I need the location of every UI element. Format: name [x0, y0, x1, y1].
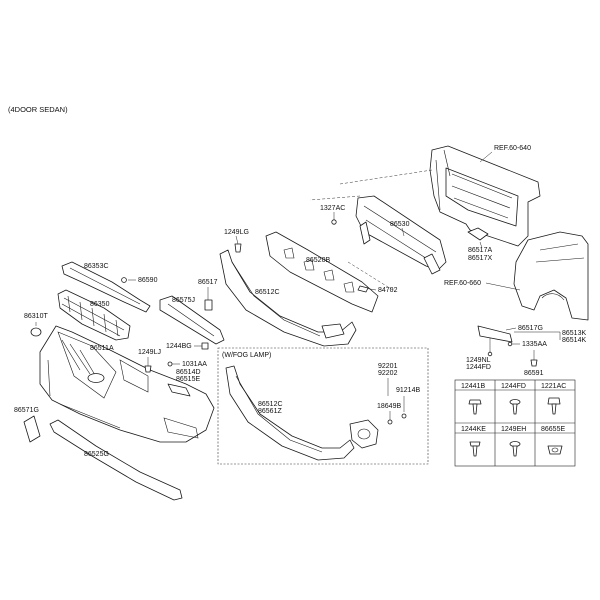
fastener-1249EH: 1249EH — [501, 426, 526, 433]
label-86513K: 86513K — [562, 330, 586, 337]
label-1249LG: 1249LG — [224, 229, 249, 236]
fog-lamp-assembly — [349, 419, 379, 449]
label-1335AA: 1335AA — [522, 341, 547, 348]
label-1031AA: 1031AA — [182, 361, 207, 368]
side-bracket — [477, 325, 513, 343]
label-86591: 86591 — [524, 370, 544, 377]
radiator-support — [429, 145, 541, 247]
bolt-hex-icon — [547, 397, 561, 415]
screw-tapping-icon — [469, 441, 481, 457]
label-86517: 86517 — [198, 279, 218, 286]
fastener-1221AC: 1221AC — [541, 383, 566, 390]
fastener-1244FD: 1244FD — [501, 383, 526, 390]
label-1249LJ: 1249LJ — [138, 349, 161, 356]
label-86517X: 86517X — [468, 255, 492, 262]
fastener-86655E: 86655E — [541, 426, 565, 433]
label-86512C-top: 86512C — [255, 289, 280, 296]
label-86350: 86350 — [90, 301, 110, 308]
label-1244BG: 1244BG — [166, 343, 192, 350]
label-86517A: 86517A — [468, 247, 492, 254]
fastener-12441B: 12441B — [461, 383, 485, 390]
fog-lamp-label: (W/FOG LAMP) — [222, 352, 271, 359]
label-86353C: 86353C — [84, 263, 109, 270]
front-bumper-cover — [39, 325, 215, 443]
label-86515E: 86515E — [176, 376, 200, 383]
label-1327AC: 1327AC — [320, 205, 345, 212]
label-84702: 84702 — [378, 287, 398, 294]
label-92201: 92201 — [378, 363, 398, 370]
radiator-grille — [57, 289, 131, 341]
variant-header: (4DOOR SEDAN) — [8, 105, 68, 114]
front-fender — [513, 231, 589, 321]
license-plate-bracket — [23, 415, 41, 443]
label-86514D: 86514D — [176, 369, 201, 376]
label-1244FD-side: 1244FD — [466, 364, 491, 371]
label-86590: 86590 — [138, 277, 158, 284]
label-86514K: 86514K — [562, 337, 586, 344]
upper-bumper-lip — [219, 249, 357, 347]
lower-lip-strip — [49, 419, 183, 501]
fog-lamp-frame — [217, 347, 429, 465]
label-86512C-fog: 86512C — [258, 401, 283, 408]
label-86310T: 86310T — [24, 313, 48, 320]
fog-lamp-lip — [225, 365, 355, 461]
label-86561Z: 86561Z — [258, 408, 282, 415]
fastener-table: 12441B 1244FD 1221AC 1244KE 1249EH 86655… — [454, 379, 576, 467]
label-86525G: 86525G — [84, 451, 109, 458]
label-86530: 86530 — [390, 221, 410, 228]
label-ref-60-640: REF.60-640 — [494, 145, 531, 152]
label-1249NL: 1249NL — [466, 357, 491, 364]
screw-washer-icon — [509, 441, 521, 457]
label-86571G: 86571G — [14, 407, 39, 414]
fastener-1244KE: 1244KE — [461, 426, 486, 433]
bumper-beam — [355, 195, 447, 275]
upper-grille-trim — [61, 261, 151, 313]
bolt-flange-icon — [468, 399, 482, 415]
label-86520B: 86520B — [306, 257, 330, 264]
label-18649B: 18649B — [377, 403, 401, 410]
label-86517G: 86517G — [518, 325, 543, 332]
clip-nut-icon — [547, 445, 563, 455]
label-86575J: 86575J — [172, 297, 195, 304]
label-86511A: 86511A — [90, 345, 114, 352]
screw-pan-icon — [509, 399, 521, 415]
energy-absorber — [265, 231, 379, 313]
label-ref-60-660: REF.60-660 — [444, 280, 481, 287]
center-bracket — [159, 295, 225, 345]
label-92202: 92202 — [378, 370, 398, 377]
label-91214B: 91214B — [396, 387, 420, 394]
